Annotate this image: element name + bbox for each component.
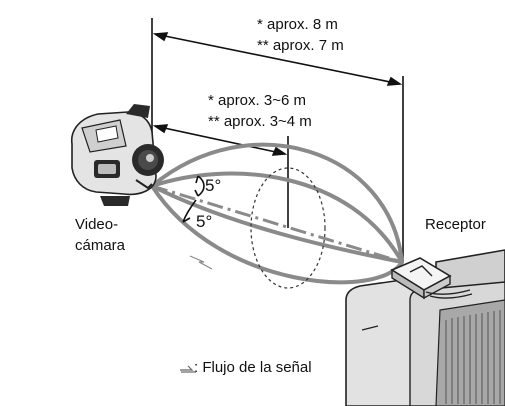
beam-center-axis xyxy=(151,184,403,264)
angle-upper-label: 5° xyxy=(205,176,222,195)
camera-label-line2: cámara xyxy=(75,237,126,254)
long-distance-label-1: * aprox. 8 m xyxy=(257,16,338,33)
short-distance-label-1: * aprox. 3~6 m xyxy=(208,92,306,109)
legend-arrow-icon xyxy=(180,365,196,373)
long-distance-label-2: ** aprox. 7 m xyxy=(257,37,344,54)
short-distance-label-2: ** aprox. 3~4 m xyxy=(208,113,312,130)
beam-cross-section xyxy=(250,167,326,289)
videocamera-icon xyxy=(71,104,164,206)
angle-lower-label: 5° xyxy=(196,212,213,231)
receiver-label: Receptor xyxy=(425,216,486,233)
tv-receiver-icon xyxy=(345,249,505,406)
short-distance-dimension xyxy=(152,124,289,228)
signal-flow-arrow xyxy=(189,255,213,270)
angle-markers xyxy=(182,175,205,223)
camera-label-line1: Video- xyxy=(75,216,119,233)
signal-beam xyxy=(150,142,404,285)
legend-label: : Flujo de la señal xyxy=(194,359,312,376)
